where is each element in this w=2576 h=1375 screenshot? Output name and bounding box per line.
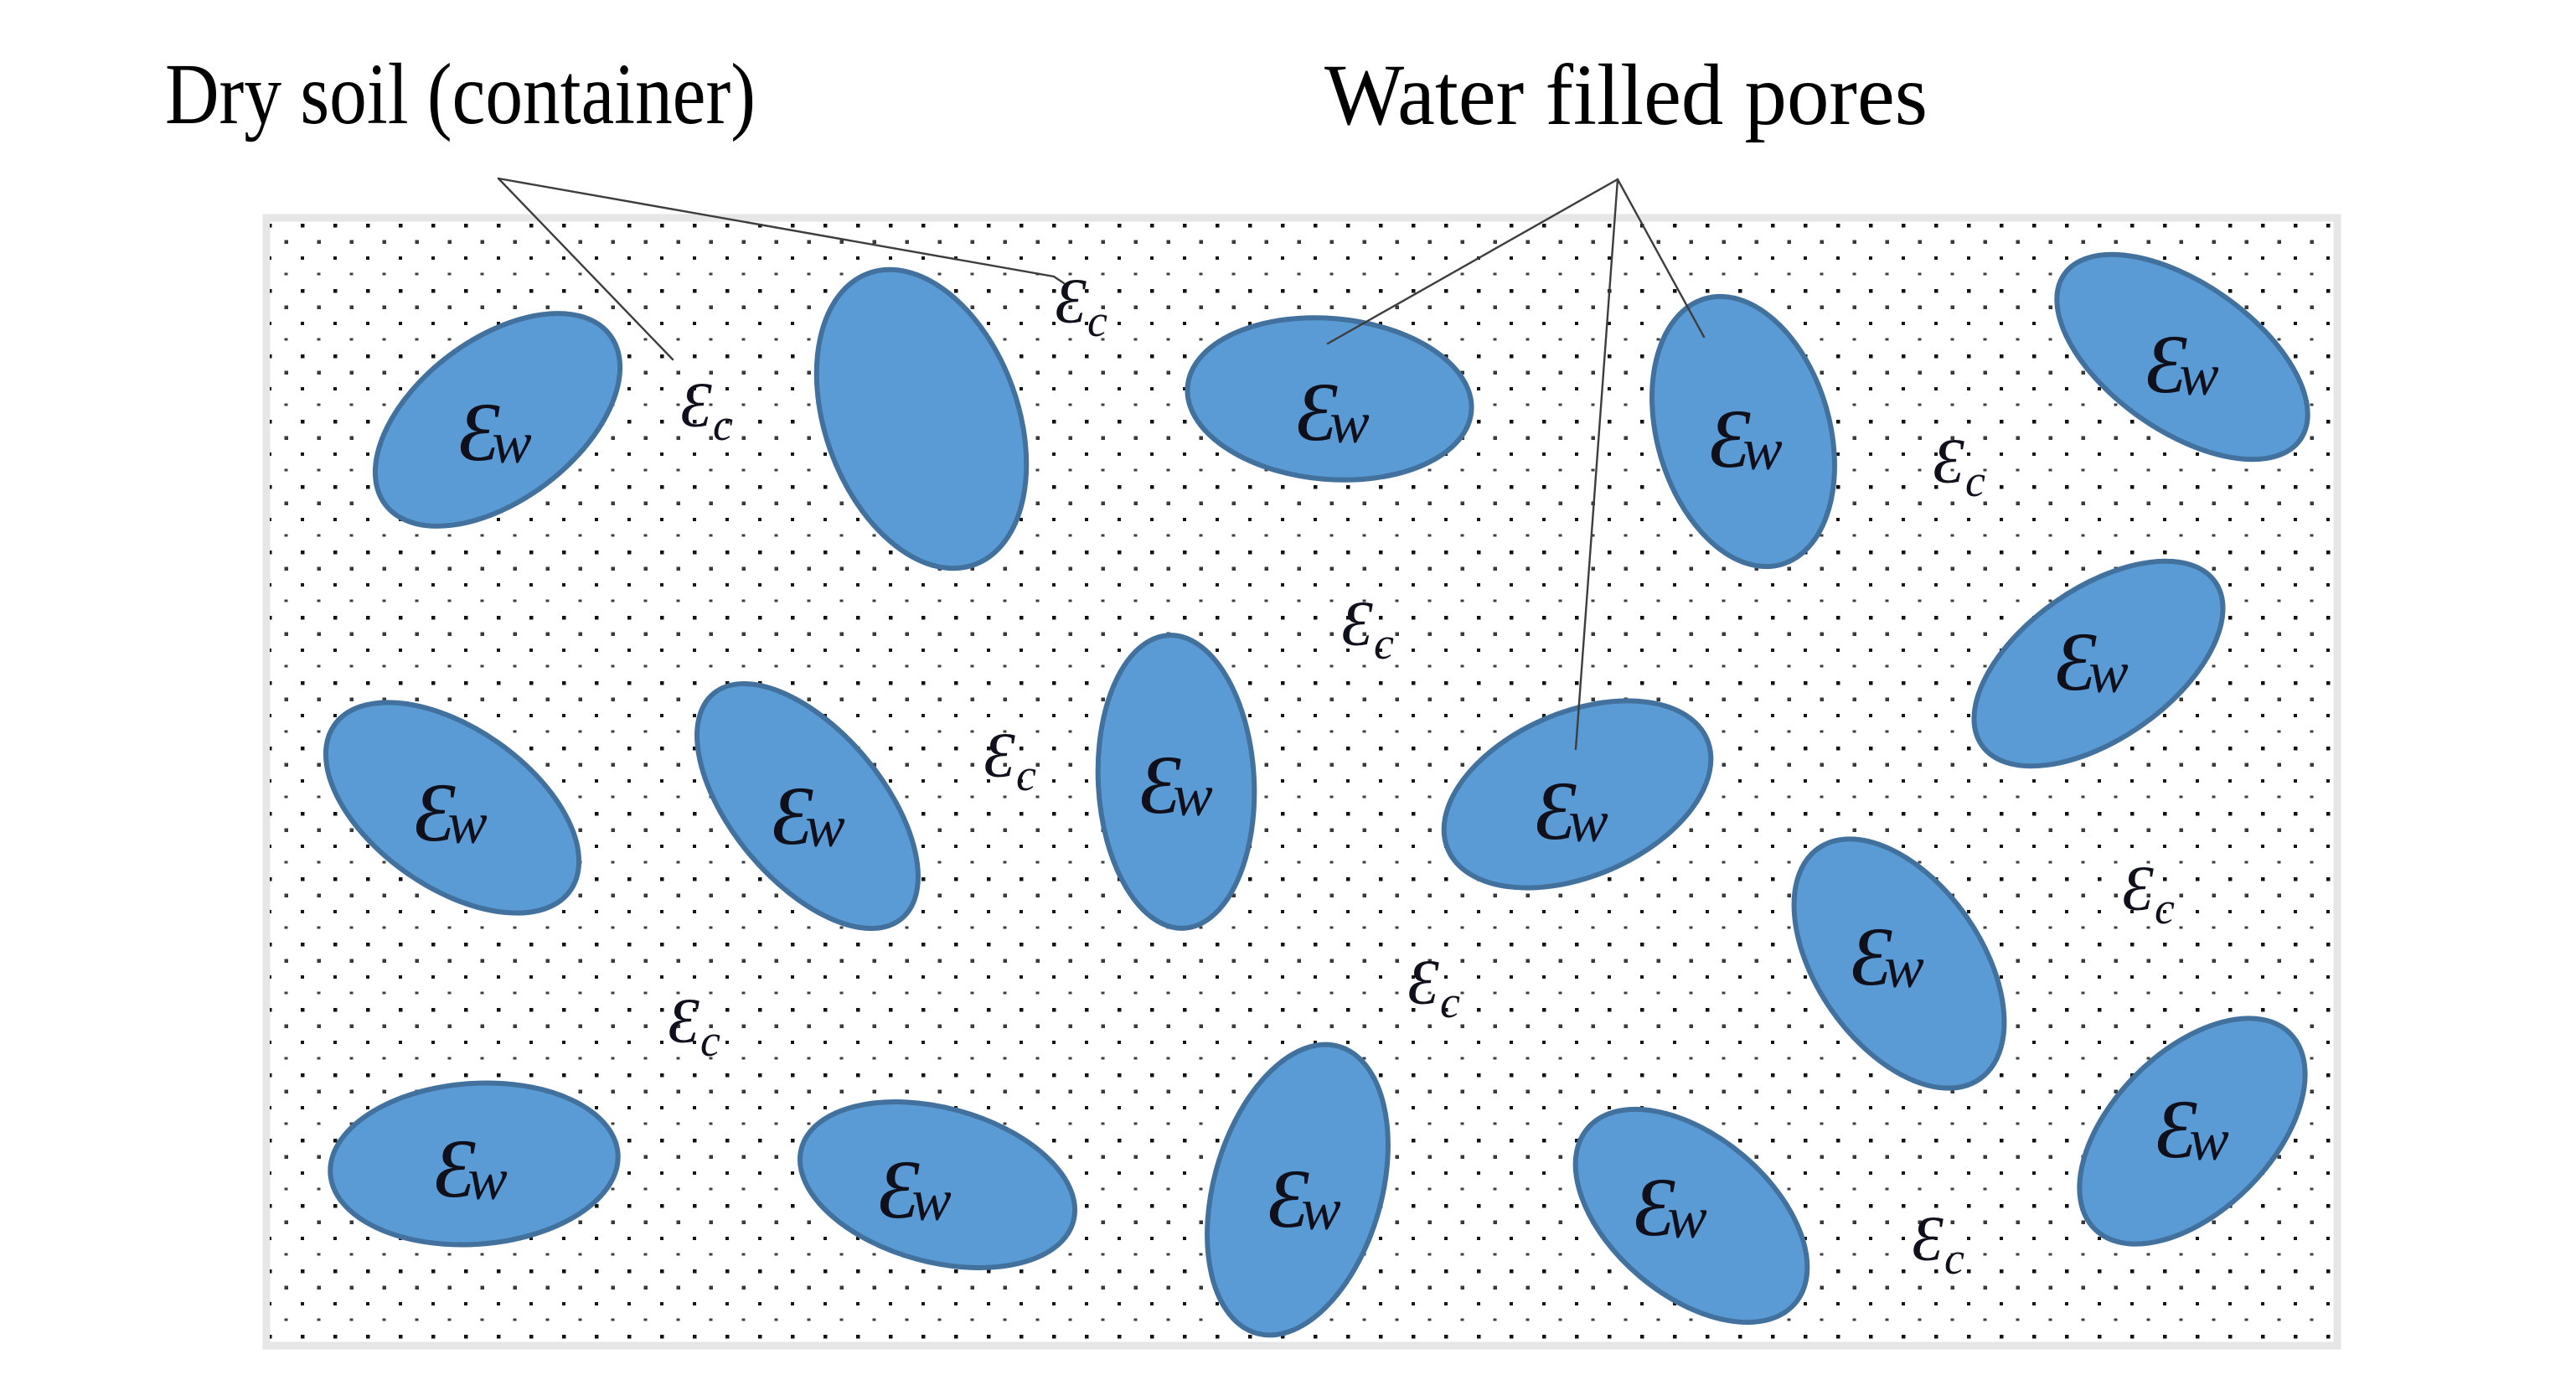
svg-text:w: w bbox=[805, 794, 844, 860]
svg-text:Ɛ: Ɛ bbox=[434, 1122, 476, 1215]
svg-text:c: c bbox=[700, 1016, 720, 1066]
svg-text:c: c bbox=[1016, 750, 1036, 800]
svg-text:Ɛ: Ɛ bbox=[2155, 1083, 2197, 1176]
svg-text:w: w bbox=[911, 1168, 951, 1233]
svg-text:Ɛ: Ɛ bbox=[1709, 392, 1751, 485]
svg-text:Ɛ: Ɛ bbox=[414, 766, 456, 859]
svg-text:w: w bbox=[1667, 1186, 1706, 1251]
svg-text:Ɛ: Ɛ bbox=[1407, 948, 1439, 1018]
svg-text:Ɛ: Ɛ bbox=[1912, 1204, 1944, 1274]
svg-text:Ɛ: Ɛ bbox=[1267, 1152, 1309, 1245]
svg-text:w: w bbox=[2088, 640, 2128, 706]
svg-text:w: w bbox=[492, 411, 531, 476]
svg-text:w: w bbox=[1173, 763, 1212, 829]
svg-text:w: w bbox=[1742, 417, 1782, 483]
svg-text:c: c bbox=[1087, 296, 1107, 346]
svg-text:Ɛ: Ɛ bbox=[668, 986, 699, 1057]
svg-text:w: w bbox=[467, 1147, 507, 1212]
svg-text:Ɛ: Ɛ bbox=[2055, 615, 2097, 708]
svg-text:w: w bbox=[447, 791, 487, 856]
svg-text:w: w bbox=[1301, 1177, 1340, 1243]
svg-text:Ɛ: Ɛ bbox=[1851, 910, 1892, 1003]
svg-text:Ɛ: Ɛ bbox=[458, 385, 500, 478]
svg-text:Ɛ: Ɛ bbox=[1341, 589, 1373, 659]
svg-text:Ɛ: Ɛ bbox=[983, 721, 1015, 791]
svg-text:Ɛ: Ɛ bbox=[1139, 738, 1181, 831]
svg-text:w: w bbox=[1884, 935, 1923, 1000]
svg-text:Ɛ: Ɛ bbox=[2145, 318, 2187, 411]
svg-text:Ɛ: Ɛ bbox=[1933, 426, 1964, 497]
svg-text:w: w bbox=[2179, 343, 2218, 408]
svg-text:c: c bbox=[1440, 977, 1460, 1027]
svg-text:c: c bbox=[1944, 1233, 1964, 1284]
svg-text:Water filled pores: Water filled pores bbox=[1324, 47, 1928, 143]
svg-text:c: c bbox=[2155, 883, 2175, 933]
svg-text:Ɛ: Ɛ bbox=[1535, 764, 1577, 857]
svg-text:Ɛ: Ɛ bbox=[878, 1143, 920, 1236]
svg-text:Ɛ: Ɛ bbox=[680, 370, 712, 441]
svg-text:Ɛ: Ɛ bbox=[772, 769, 813, 862]
svg-text:c: c bbox=[1965, 456, 1985, 506]
svg-text:Ɛ: Ɛ bbox=[1055, 266, 1087, 337]
svg-text:w: w bbox=[2189, 1108, 2228, 1173]
svg-text:c: c bbox=[713, 400, 733, 450]
svg-text:w: w bbox=[1329, 390, 1369, 456]
svg-text:Ɛ: Ɛ bbox=[1296, 365, 1338, 458]
svg-text:Ɛ: Ɛ bbox=[2122, 854, 2154, 924]
svg-text:Ɛ: Ɛ bbox=[1634, 1160, 1675, 1254]
svg-text:w: w bbox=[1568, 789, 1608, 855]
svg-text:c: c bbox=[1374, 618, 1394, 669]
svg-text:Dry soil (container): Dry soil (container) bbox=[165, 46, 756, 142]
